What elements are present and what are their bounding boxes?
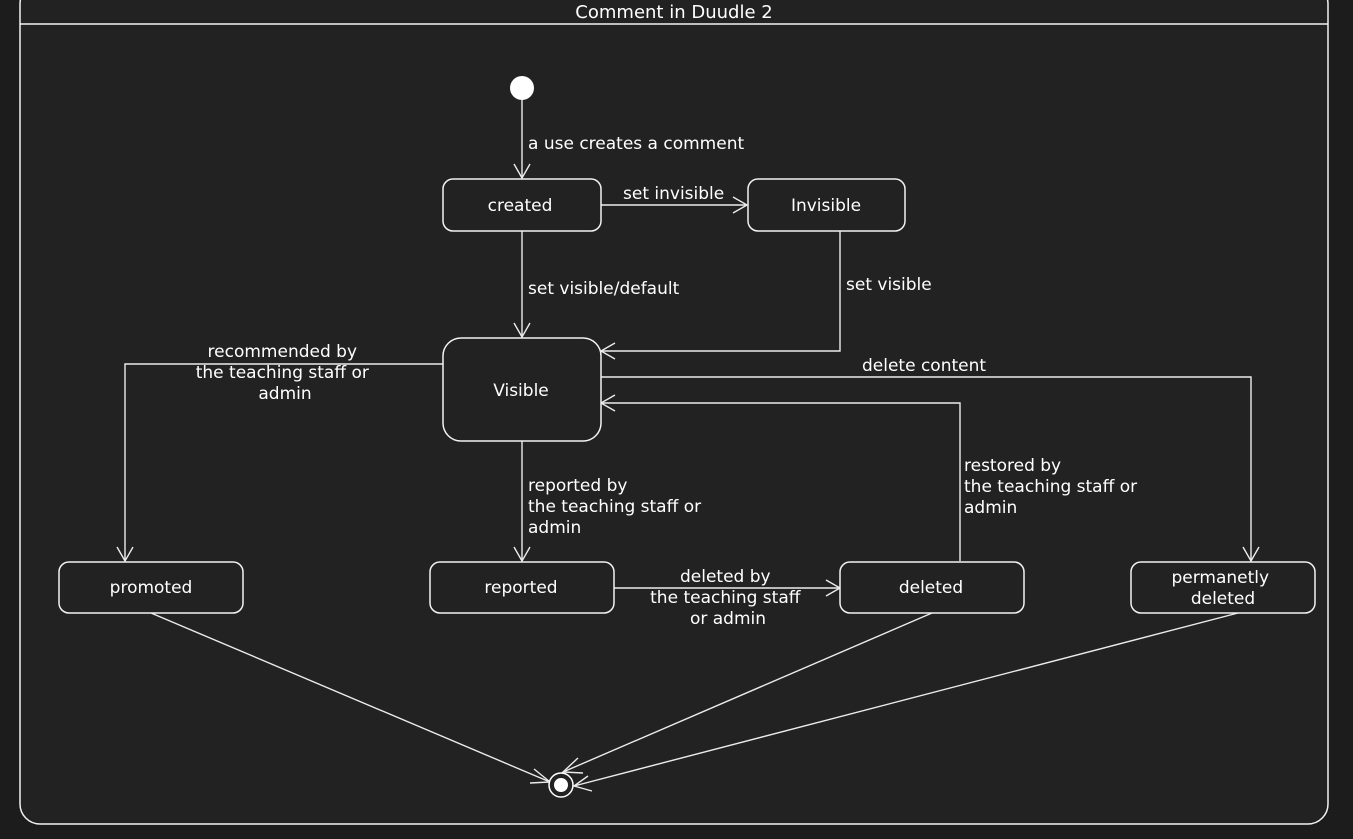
edge-invisible-to-visible <box>601 231 841 352</box>
arrowhead <box>561 757 584 774</box>
transition-label-visible-to-permanently-deleted: delete content <box>862 356 986 376</box>
arrowhead <box>513 163 531 180</box>
state-box <box>1130 561 1316 614</box>
state-reported: reported <box>429 561 615 614</box>
state-promoted: promoted <box>58 561 244 614</box>
edges <box>116 100 1260 792</box>
state-created: created <box>442 178 602 232</box>
arrowhead <box>572 775 593 792</box>
state-label-visible: Visible <box>493 381 549 401</box>
state-box <box>429 561 615 614</box>
state-box <box>58 561 244 614</box>
state-label-reported: reported <box>484 578 557 598</box>
state-label-invisible: Invisible <box>791 196 861 216</box>
arrowhead <box>513 546 531 563</box>
transition-label-deleted-to-visible: restored by the teaching staff or admin <box>964 456 1143 518</box>
edge-deleted-to-final <box>562 612 933 773</box>
state-box <box>747 178 906 232</box>
transition-label-invisible-to-visible: set visible <box>846 275 932 295</box>
edge-promoted-to-final <box>150 612 551 783</box>
arrowhead <box>513 322 531 339</box>
transition-label-created-to-visible: set visible/default <box>528 279 680 299</box>
final-state-node <box>554 778 568 792</box>
state-visible: Visible <box>442 337 602 442</box>
edge-visible-to-permanently-deleted <box>601 376 1252 561</box>
state-deleted: deleted <box>839 561 1025 614</box>
arrowhead <box>1242 546 1260 563</box>
transition-label-initial-to-created: a use creates a comment <box>528 134 744 154</box>
transition-label-created-to-invisible: set invisible <box>623 184 724 204</box>
transition-label-visible-to-reported: reported by the teaching staff or admin <box>528 476 707 538</box>
edge-deleted-to-visible <box>601 402 961 561</box>
transition-labels: a use creates a comment set invisible se… <box>196 134 1143 629</box>
state-permanently-deleted: permanetly deleted <box>1130 561 1316 614</box>
diagram-title: Comment in Duudle 2 <box>575 2 772 23</box>
arrowhead <box>116 546 134 563</box>
state-label-deleted: deleted <box>899 578 963 598</box>
arrowhead <box>732 196 749 214</box>
diagram-frame <box>19 0 1329 825</box>
initial-state-node <box>510 76 534 100</box>
state-box <box>839 561 1025 614</box>
state-label-created: created <box>488 196 553 216</box>
state-label-permanently-deleted: permanetly deleted <box>1171 568 1274 609</box>
edge-permanently-deleted-to-final <box>573 612 1239 787</box>
state-box <box>442 337 602 442</box>
transition-label-visible-to-promoted: recommended by the teaching staff or adm… <box>196 342 375 404</box>
state-invisible: Invisible <box>747 178 906 232</box>
state-label-promoted: promoted <box>110 578 193 598</box>
edge-visible-to-promoted <box>124 363 443 561</box>
state-box <box>442 178 602 232</box>
transition-label-reported-to-deleted: deleted by the teaching staff or admin <box>650 567 806 629</box>
